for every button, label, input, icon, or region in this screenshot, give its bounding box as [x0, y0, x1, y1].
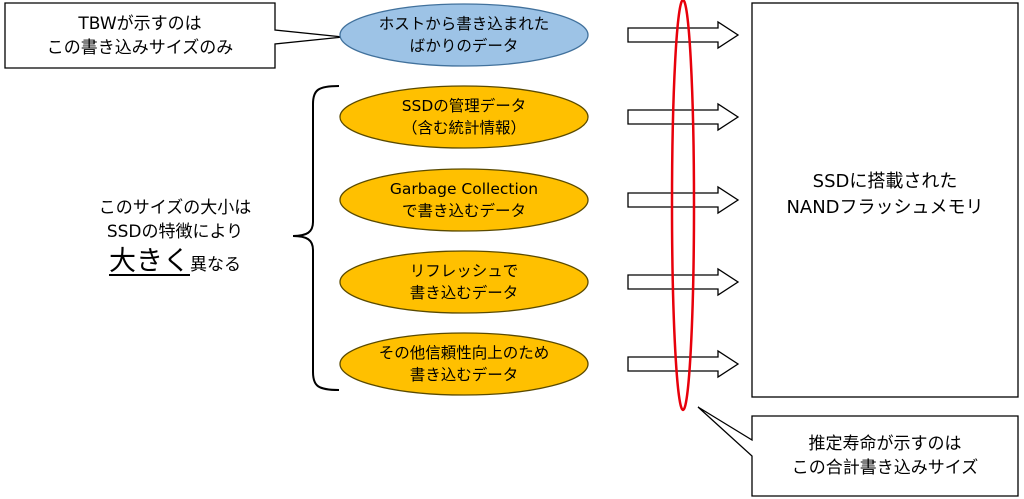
callout-total-shape: [697, 406, 1019, 497]
brace-label-suffix: 異なる: [190, 254, 241, 275]
callout-total-line1: 推定寿命が示すのは: [808, 434, 962, 454]
mgmt-data-line2: （含む統計情報）: [401, 119, 526, 137]
reliability-data-line1: その他信頼性向上のため: [378, 344, 550, 362]
host-data-label: ホストから書き込まれた ばかりのデータ: [340, 4, 588, 66]
refresh-data-label: リフレッシュで 書き込むデータ: [340, 251, 588, 313]
red-ring: [670, 0, 696, 412]
arrow-refresh: [627, 267, 740, 297]
reliability-data-ellipse: [339, 332, 589, 396]
host-data-line2: ばかりのデータ: [409, 37, 519, 55]
nand-label: SSDに搭載された NANDフラッシュメモリ: [752, 160, 1018, 230]
brace-label: このサイズの大小は SSDの特徴により 大きく異なる: [60, 184, 290, 294]
brace-label-line2: SSDの特徴により: [106, 221, 244, 242]
reliability-data-line2: 書き込むデータ: [409, 366, 519, 384]
refresh-data-line1: リフレッシュで: [409, 262, 519, 280]
arrow-host: [627, 20, 740, 50]
mgmt-data-label: SSDの管理データ （含む統計情報）: [340, 86, 588, 148]
reliability-data-label: その他信頼性向上のため 書き込むデータ: [340, 333, 588, 395]
refresh-data-ellipse: [339, 250, 589, 314]
mgmt-data-line1: SSDの管理データ: [401, 97, 527, 115]
callout-total-line2: この合計書き込みサイズ: [791, 458, 979, 478]
brace-label-line3: 大きく異なる: [109, 244, 241, 283]
callout-tbw-line2: この書き込みサイズのみ: [46, 38, 234, 58]
gc-data-label: Garbage Collection で書き込むデータ: [340, 169, 588, 231]
gc-data-line2: で書き込むデータ: [401, 202, 526, 220]
nand-box: [751, 2, 1019, 398]
host-data-line1: ホストから書き込まれた: [378, 15, 550, 33]
callout-total-text: 推定寿命が示すのは この合計書き込みサイズ: [752, 416, 1018, 496]
mgmt-data-ellipse: [339, 85, 589, 149]
nand-line2: NANDフラッシュメモリ: [786, 197, 984, 218]
host-data-ellipse: [339, 3, 589, 67]
arrow-mgmt: [627, 102, 740, 132]
nand-line1: SSDに搭載された: [812, 171, 958, 192]
brace-label-line1: このサイズの大小は: [98, 197, 252, 218]
gc-data-line1: Garbage Collection: [389, 180, 539, 198]
brace-label-emphasis: 大きく: [109, 245, 190, 277]
arrows: [627, 20, 740, 379]
arrow-gc: [627, 185, 740, 215]
curly-brace: [292, 85, 340, 391]
callout-tbw-line1: TBWが示すのは: [78, 14, 202, 34]
gc-data-ellipse: [339, 168, 589, 232]
refresh-data-line2: 書き込むデータ: [409, 284, 519, 302]
callout-tbw-text: TBWが示すのは この書き込みサイズのみ: [5, 4, 275, 68]
callout-tbw-shape: [4, 2, 344, 69]
arrow-reliability: [627, 349, 740, 379]
